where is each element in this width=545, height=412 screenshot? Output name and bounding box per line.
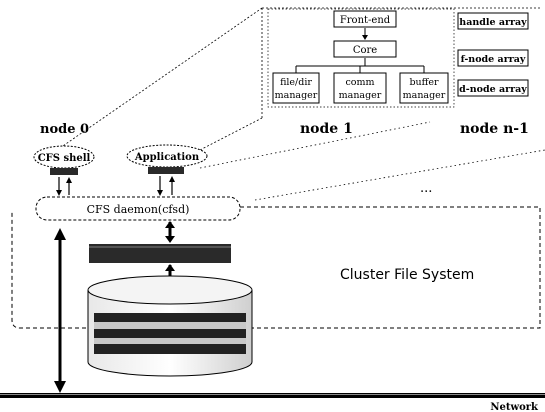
comm-manager-box	[333, 72, 387, 104]
more-nodes-ellipsis: ...	[420, 181, 432, 196]
daemon-io-arrowhead-down	[165, 236, 175, 243]
file-dir-manager-box	[272, 72, 320, 104]
cfs-daemon-box	[35, 196, 241, 221]
disk-top	[87, 275, 253, 305]
disk-io-arrowhead-up	[165, 264, 175, 271]
handle-array-label: handle array	[459, 17, 527, 28]
f-node-array-box	[457, 49, 529, 67]
cfs-shell-label: CFS shell	[38, 153, 91, 164]
comm-manager-line1: comm	[345, 77, 374, 88]
disk-stripe-5	[94, 344, 246, 354]
application-library-bar	[148, 167, 184, 174]
front-end-label: Front-end	[340, 15, 391, 26]
file-dir-manager-line2: manager	[275, 90, 318, 101]
buffer-manager-box	[399, 72, 449, 104]
node-link-line-1	[199, 121, 431, 169]
front-to-core-arrowhead	[362, 35, 368, 40]
file-dir-manager-line1: file/dir	[280, 77, 312, 88]
d-node-array-label: d-node array	[459, 84, 527, 95]
network-link-arrowhead-up	[54, 228, 66, 240]
application-label: Application	[134, 152, 200, 163]
cfs-daemon-label: CFS daemon(cfsd)	[87, 203, 190, 216]
network-label: Network	[490, 402, 539, 412]
node-1-label: node 1	[300, 121, 353, 137]
disk-stripe-1	[94, 313, 246, 322]
cluster-fs-boundary	[11, 206, 541, 329]
network-bus	[0, 393, 545, 398]
d-node-array-box	[457, 79, 529, 97]
buffer-manager-line1: buffer	[409, 77, 439, 88]
zoom-module-frame	[267, 8, 455, 108]
front-end-box	[333, 10, 397, 28]
shell-up-arrowhead	[66, 177, 72, 183]
core-box	[333, 40, 397, 58]
handle-array-box	[457, 12, 529, 30]
device-layer-highlight	[89, 246, 231, 248]
zoom-projection-line-right	[199, 117, 263, 151]
node-link-line-2	[254, 149, 545, 201]
comm-manager-line2: manager	[339, 90, 382, 101]
node-n-1-label: node n-1	[460, 121, 529, 137]
network-bus-highlight	[0, 394, 545, 395]
core-label: Core	[353, 45, 377, 56]
cfs-shell-ellipse	[33, 145, 95, 169]
shell-down-arrowhead	[56, 190, 62, 196]
disk-stripe-3	[94, 329, 246, 338]
disk-stripe-2	[94, 322, 246, 329]
cfs-shell-library-bar	[50, 168, 78, 175]
app-up-arrowhead	[169, 176, 175, 182]
app-down-arrowhead	[157, 190, 163, 196]
cluster-fs-label: Cluster File System	[340, 267, 474, 283]
network-link-arrowhead-down	[54, 381, 66, 393]
device-layer-block	[89, 244, 231, 263]
daemon-io-arrowhead-up	[165, 221, 175, 228]
disk-stripe-4	[94, 338, 246, 344]
buffer-manager-line2: manager	[403, 90, 446, 101]
f-node-array-label: f-node array	[461, 54, 526, 65]
node-0-label: node 0	[40, 122, 89, 137]
zoom-projection-line-left	[59, 7, 263, 149]
